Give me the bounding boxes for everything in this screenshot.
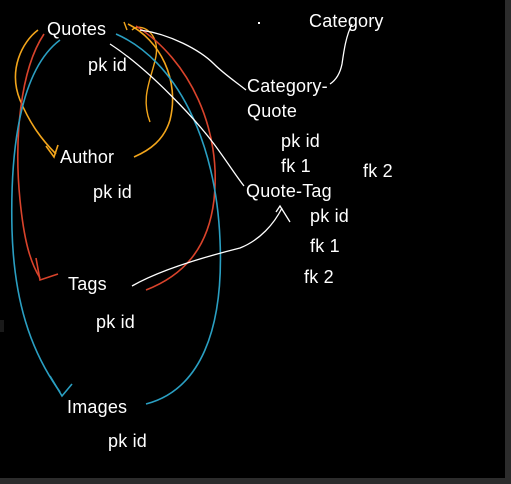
- category-quote-title-line2: Quote: [247, 101, 298, 121]
- author-pk-field: pk id: [93, 182, 133, 202]
- images-pk-field: pk id: [108, 431, 148, 451]
- white-quote-tag-branch: [275, 204, 291, 223]
- orange-connector-right: [127, 23, 174, 158]
- category-title: Category: [309, 11, 384, 31]
- red-arrowhead: [35, 257, 59, 282]
- quote-tag-fk1-field: fk 1: [310, 236, 340, 256]
- white-tags-to-quote-tag: [131, 207, 283, 287]
- window-edge-bottom: [0, 478, 511, 484]
- tags-title: Tags: [68, 274, 107, 294]
- quote-tag-pk-field: pk id: [310, 206, 350, 226]
- white-quotes-to-quote-tag: [109, 43, 245, 187]
- stray-dot: [258, 22, 260, 24]
- quote-tag-title: Quote-Tag: [246, 181, 332, 201]
- blue-connector-left: [10, 39, 61, 393]
- category-quote-fk1-field: fk 1: [281, 156, 311, 176]
- window-edge-notch: [0, 320, 4, 332]
- orange-connector-inner: [131, 26, 158, 123]
- orange-tick: [123, 21, 128, 31]
- quote-tag-fk2-field: fk 2: [304, 267, 334, 287]
- red-connector-right: [135, 25, 216, 291]
- orange-connector-left: [14, 29, 57, 155]
- quotes-title: Quotes: [47, 19, 107, 39]
- white-category-to-category-quote: [329, 23, 353, 85]
- red-connector-left: [17, 33, 45, 279]
- author-title: Author: [60, 147, 115, 167]
- category-quote-title-line1: Category-: [247, 76, 328, 96]
- window-edge-right: [505, 0, 511, 484]
- orange-arrowhead: [45, 144, 59, 159]
- category-quote-pk-field: pk id: [281, 131, 321, 151]
- blue-arrowhead: [49, 375, 73, 398]
- images-title: Images: [67, 397, 128, 417]
- quotes-pk-field: pk id: [88, 55, 128, 75]
- category-quote-fk2-field: fk 2: [363, 161, 393, 181]
- tags-pk-field: pk id: [96, 312, 136, 332]
- white-quotes-to-category-quote: [139, 29, 247, 91]
- blue-connector-right: [115, 33, 222, 405]
